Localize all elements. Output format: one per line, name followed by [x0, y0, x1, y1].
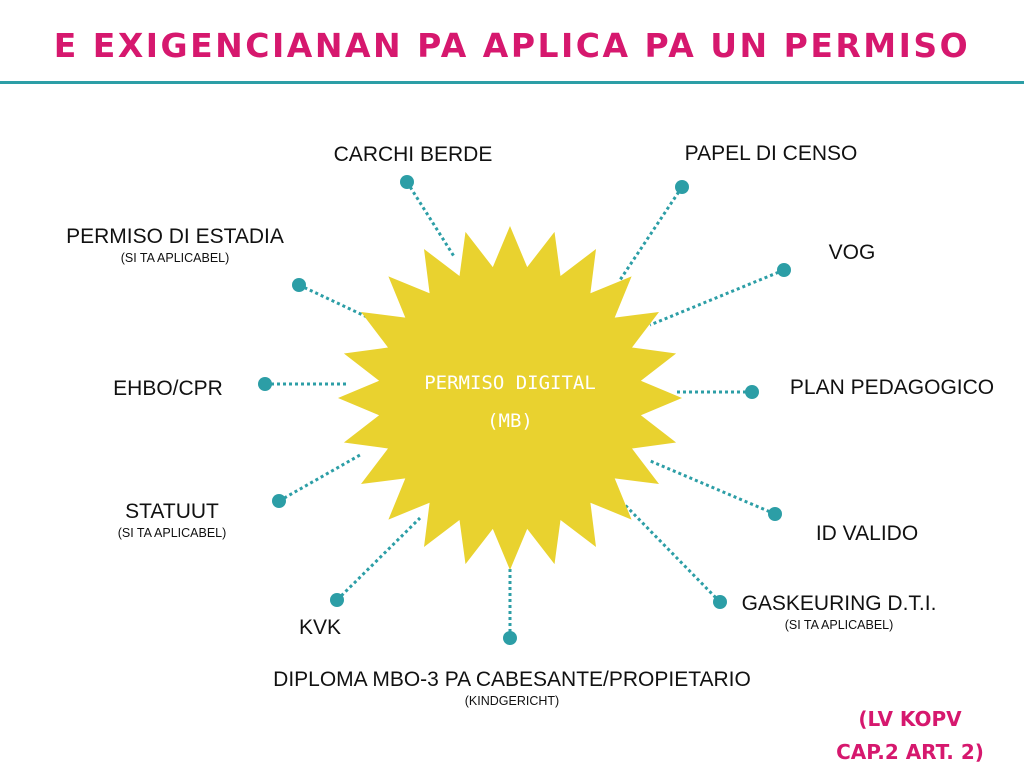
requirement-id-valido: ID VALIDO: [787, 522, 947, 546]
requirement-label: VOG: [828, 241, 876, 264]
endpoint-dot-kvk: [330, 593, 344, 607]
requirement-label: KVK: [298, 616, 342, 639]
endpoint-dot-papel-di-censo: [675, 180, 689, 194]
endpoint-dot-carchi-berde: [400, 175, 414, 189]
legal-reference-line: (LV KOPV: [858, 707, 962, 731]
requirement-statuut: STATUUT (SI TA APLICABEL): [62, 500, 282, 542]
connector-vog: [649, 268, 785, 327]
requirement-label: CARCHI BERDE: [333, 143, 493, 166]
center-label: PERMISO DIGITAL (MB): [370, 364, 650, 440]
requirement-note: (SI TA APLICABEL): [784, 618, 894, 632]
endpoint-dot-vog: [777, 263, 791, 277]
connector-carchi-berde: [405, 181, 457, 259]
requirement-carchi-berde: CARCHI BERDE: [293, 143, 533, 167]
connector-id-valido: [647, 458, 776, 516]
connector-statuut: [278, 453, 361, 503]
connector-gaskeuring: [623, 503, 722, 604]
legal-reference: (LV KOPV CAP.2 ART. 2): [810, 703, 1010, 769]
requirement-label: GASKEURING D.T.I.: [741, 592, 937, 615]
center-label-title: PERMISO DIGITAL: [424, 372, 596, 394]
requirement-plan-pedagogico: PLAN PEDAGOGICO: [762, 376, 1022, 400]
endpoint-dot-statuut: [272, 494, 286, 508]
requirement-diploma: DIPLOMA MBO-3 PA CABESANTE/PROPIETARIO (…: [212, 668, 812, 710]
connector-kvk: [335, 516, 422, 602]
endpoint-dot-gaskeuring: [713, 595, 727, 609]
requirement-label: PLAN PEDAGOGICO: [789, 376, 995, 399]
requirement-ehbo-cpr: EHBO/CPR: [78, 377, 258, 401]
endpoint-dots: [258, 175, 791, 645]
requirement-gaskeuring: GASKEURING D.T.I. (SI TA APLICABEL): [719, 592, 959, 634]
title-divider: [0, 81, 1024, 84]
requirement-note: (KINDGERICHT): [464, 694, 560, 708]
requirement-label: EHBO/CPR: [113, 377, 223, 400]
endpoint-dot-permiso-di-estadia: [292, 278, 306, 292]
requirement-permiso-di-estadia: PERMISO DI ESTADIA (SI TA APLICABEL): [25, 225, 325, 267]
requirement-note: (SI TA APLICABEL): [117, 526, 227, 540]
requirement-kvk: KVK: [280, 616, 360, 640]
endpoint-dot-ehbo-cpr: [258, 377, 272, 391]
requirement-vog: VOG: [772, 241, 932, 265]
requirement-label: PAPEL DI CENSO: [684, 142, 858, 165]
endpoint-dot-plan-pedagogico: [745, 385, 759, 399]
requirement-papel-di-censo: PAPEL DI CENSO: [651, 142, 891, 166]
page-title: E EXIGENCIANAN PA APLICA PA UN PERMISO: [53, 26, 971, 65]
legal-reference-line: CAP.2 ART. 2): [836, 740, 984, 764]
endpoint-dot-id-valido: [768, 507, 782, 521]
starburst-badge: [338, 226, 682, 570]
connector-papel-di-censo: [618, 186, 684, 281]
requirement-label: STATUUT: [125, 500, 219, 523]
center-label-subtitle: (MB): [487, 410, 533, 432]
requirement-label: DIPLOMA MBO-3 PA CABESANTE/PROPIETARIO: [273, 668, 751, 691]
requirement-note: (SI TA APLICABEL): [120, 251, 230, 265]
requirement-label: PERMISO DI ESTADIA: [66, 225, 284, 248]
endpoint-dot-diploma: [503, 631, 517, 645]
requirement-label: ID VALIDO: [815, 522, 919, 545]
